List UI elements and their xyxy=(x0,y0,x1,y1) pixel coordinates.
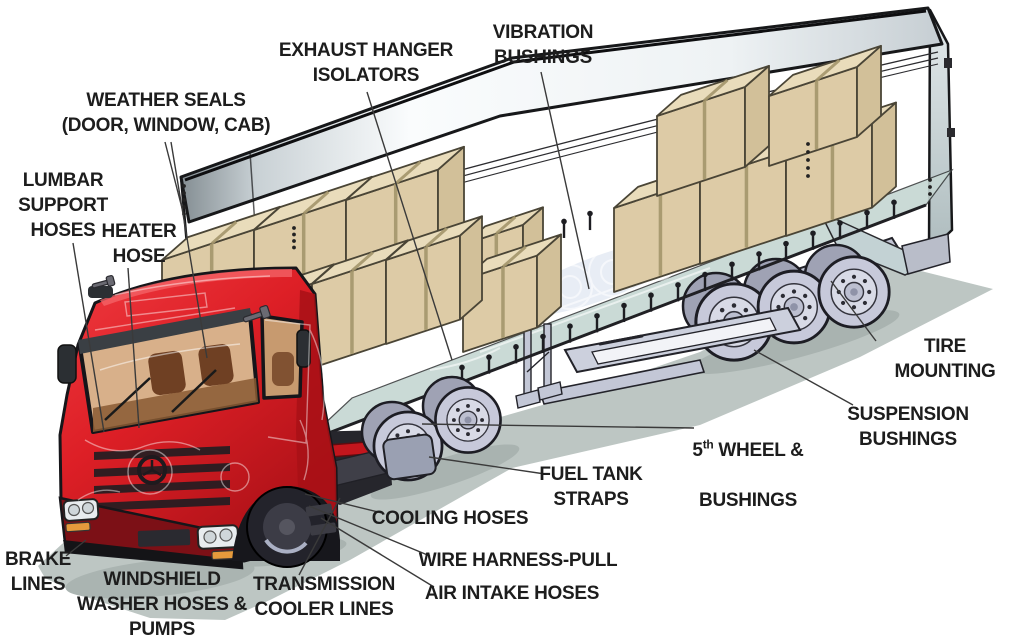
label-lumbar-support-hoses: LUMBAR SUPPORT HOSES xyxy=(18,170,108,241)
label-vibration-bushings: VIBRATION BUSHINGS xyxy=(492,22,594,68)
leader-wire-harness-pull xyxy=(308,505,431,557)
ghost-cutaway-lines xyxy=(77,275,325,501)
leader-transmission-cooler-lines xyxy=(298,497,341,576)
label-fifth-wheel-bushings: 5th WHEEL & BUSHINGS xyxy=(692,437,804,511)
label-transmission-cooler-lines: TRANSMISSION COOLER LINES xyxy=(252,574,396,620)
label-brake-lines: BRAKE LINES xyxy=(4,549,72,595)
label-exhaust-hanger-isolators: EXHAUST HANGER ISOLATORS xyxy=(278,40,454,86)
leader-lines xyxy=(65,71,877,588)
label-tire-mounting: TIRE MOUNTING xyxy=(894,336,996,382)
label-fuel-tank-straps: FUEL TANK STRAPS xyxy=(539,464,643,510)
seal-dots xyxy=(182,142,932,250)
tractor-cab xyxy=(57,266,340,570)
leader-weather-seals-a xyxy=(164,141,184,213)
headlights xyxy=(62,498,240,561)
trailer-side-rail xyxy=(182,142,932,444)
leader-brake-lines xyxy=(65,539,87,557)
label-heater-hose: HEATER HOSE xyxy=(101,221,177,267)
label-suspension-bushings: SUSPENSION BUSHINGS xyxy=(847,404,969,450)
leader-tire-mounting xyxy=(830,280,877,342)
leader-lumbar-support-hoses xyxy=(72,242,105,433)
label-weather-seals: WEATHER SEALS (DOOR, WINDOW, CAB) xyxy=(61,90,271,136)
label-air-intake-hoses: AIR INTAKE HOSES xyxy=(424,583,600,604)
label-wire-harness-pull: WIRE HARNESS-PULL xyxy=(418,550,618,571)
leader-weather-seals-b xyxy=(170,141,208,359)
leader-heater-hose xyxy=(127,267,140,429)
label-windshield-washer-hoses-pumps: WINDSHIELD WASHER HOSES & PUMPS xyxy=(77,569,247,640)
leader-suspension-bushings xyxy=(753,349,854,406)
leader-air-intake-hoses xyxy=(320,517,435,588)
trailer-undercarriage xyxy=(515,210,951,409)
leader-cooling-hoses xyxy=(304,493,383,514)
leader-exhaust-hanger-isolators xyxy=(366,91,453,361)
leader-fuel-tank-straps xyxy=(428,456,546,475)
bolt-icons xyxy=(91,274,271,323)
label-cooling-hoses: COOLING HOSES xyxy=(371,508,529,529)
leader-vibration-bushings xyxy=(540,71,590,290)
landing-gear xyxy=(515,323,563,409)
leader-fifth-wheel-bushings xyxy=(421,423,695,429)
